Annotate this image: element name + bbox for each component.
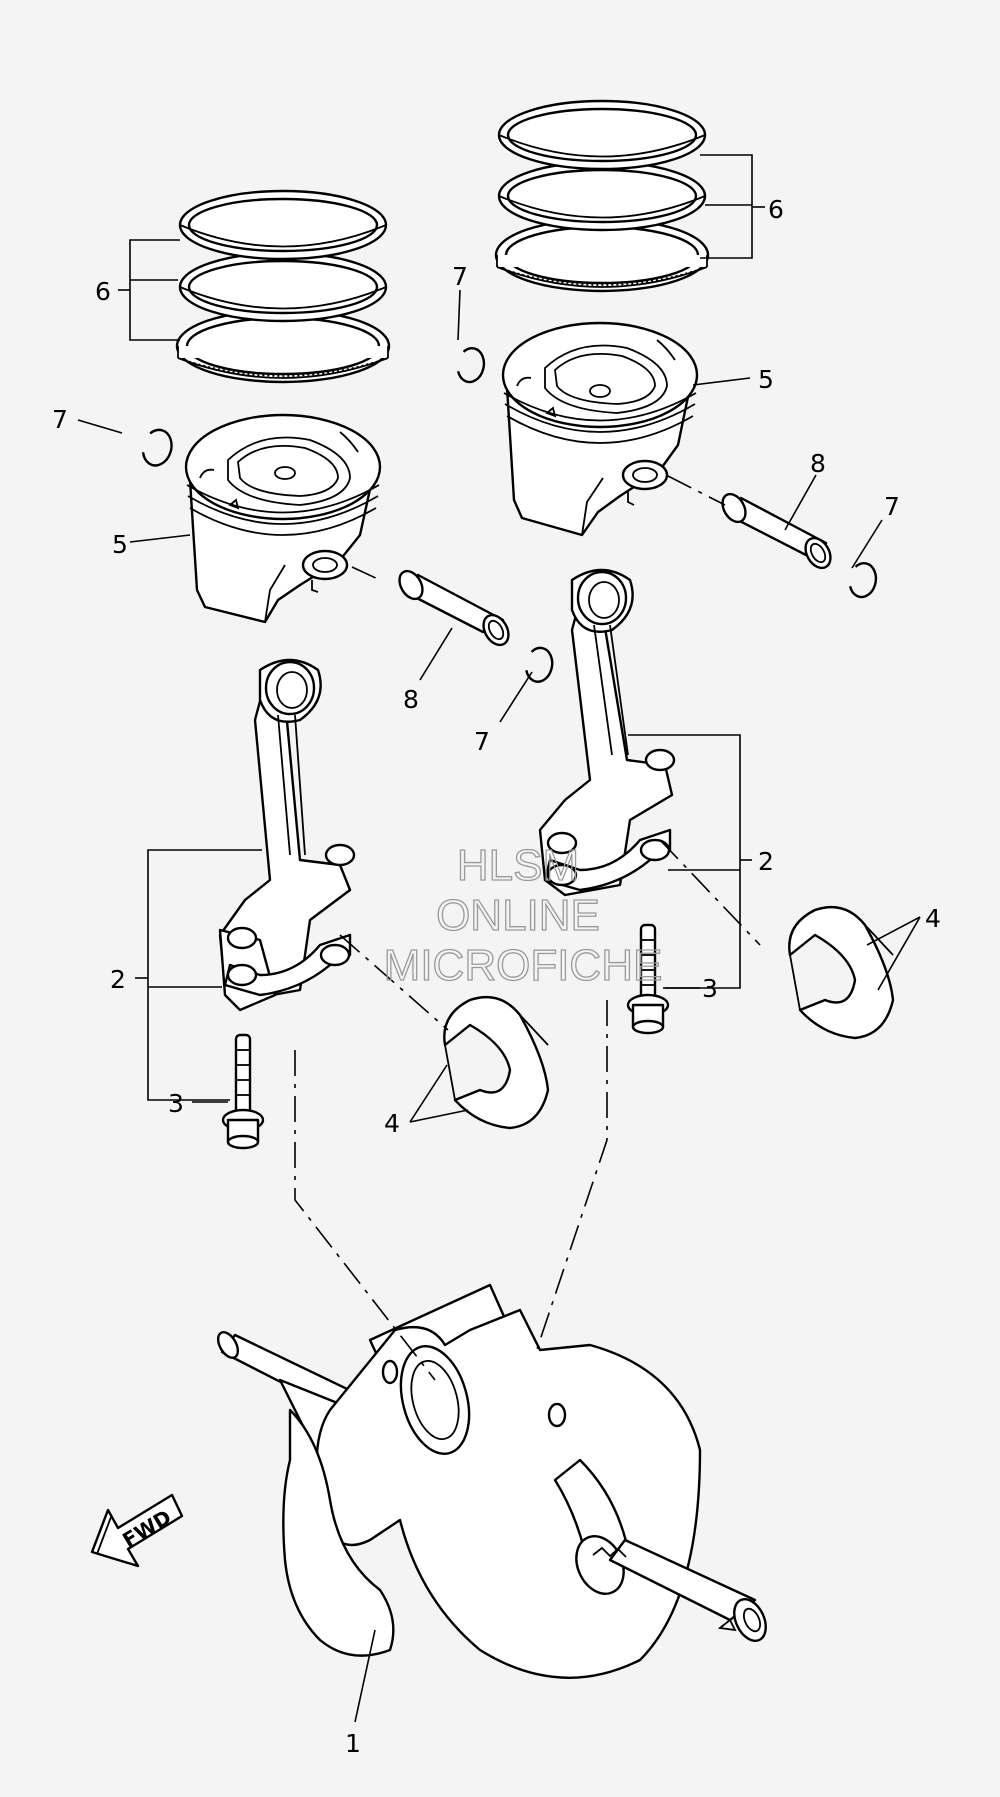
assembly-lines — [294, 475, 761, 1381]
watermark-line-3: MICROFICHE — [384, 941, 663, 990]
watermark-line-2: ONLINE — [436, 891, 600, 940]
callout-7-right-outer: 7 — [452, 262, 468, 291]
callout-2-left: 2 — [110, 965, 126, 994]
callout-5-right: 5 — [758, 365, 774, 394]
bearing-left[interactable] — [443, 995, 550, 1130]
callout-4-left: 4 — [384, 1109, 400, 1138]
piston-right[interactable] — [501, 321, 699, 537]
piston-rings-left[interactable] — [175, 189, 391, 384]
callout-8-right: 8 — [810, 449, 826, 478]
callout-6-right: 6 — [768, 195, 784, 224]
circlip-right-outer[interactable] — [456, 346, 487, 384]
bearing-right[interactable] — [788, 905, 895, 1040]
callout-5-left: 5 — [112, 530, 128, 559]
rod-bolt-right[interactable] — [626, 923, 670, 1035]
callout-6-left: 6 — [95, 277, 111, 306]
callout-7-left-inner: 7 — [474, 727, 490, 756]
rod-bolt-left[interactable] — [221, 1033, 265, 1150]
callout-1: 1 — [345, 1729, 361, 1758]
callout-8-left: 8 — [403, 685, 419, 714]
callout-7-right-inner: 7 — [884, 492, 900, 521]
connecting-rod-left[interactable] — [218, 658, 356, 1012]
piston-pin-left[interactable] — [395, 567, 514, 649]
callout-labels: 6 6 7 7 7 7 5 5 8 8 2 2 3 3 4 4 1 — [52, 195, 941, 1758]
circlip-left-outer[interactable] — [141, 427, 176, 469]
callout-4-right: 4 — [925, 904, 941, 933]
crankshaft[interactable] — [214, 1283, 772, 1679]
circlip-left-inner[interactable] — [525, 646, 555, 684]
callout-2-right: 2 — [758, 847, 774, 876]
watermark-line-1: HLSM — [457, 841, 579, 890]
watermark: HLSM ONLINE MICROFICHE — [383, 840, 663, 990]
piston-pin-right[interactable] — [718, 490, 836, 572]
piston-left[interactable] — [184, 413, 382, 624]
leader-lines — [77, 154, 921, 1723]
callout-3-left: 3 — [168, 1089, 184, 1118]
circlip-right-inner[interactable] — [848, 561, 879, 599]
fwd-arrow: FWD — [90, 1493, 184, 1568]
connecting-rod-right[interactable] — [538, 568, 676, 897]
callout-3-right: 3 — [702, 974, 718, 1003]
callout-7-left-outer: 7 — [52, 405, 68, 434]
piston-rings-right[interactable] — [494, 99, 710, 293]
